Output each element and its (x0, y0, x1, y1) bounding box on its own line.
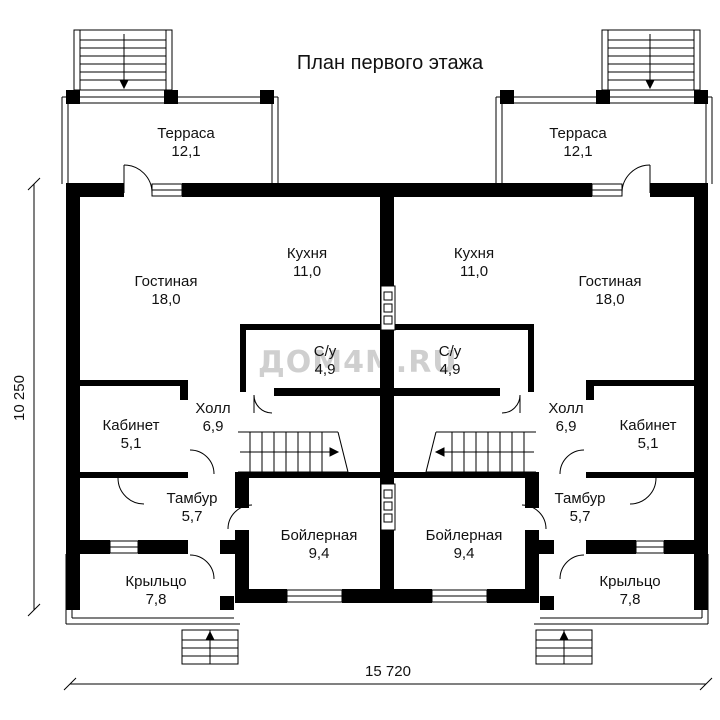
stairs-terrace-left (73, 29, 173, 91)
room-area: 5,1 (638, 435, 659, 452)
right-unit (372, 29, 713, 665)
room-area: 6,9 (203, 418, 224, 435)
room-area: 12,1 (563, 143, 592, 160)
room-area: 4,9 (315, 361, 336, 378)
vent-shafts (380, 285, 396, 531)
dimension-width-label: 15 720 (365, 663, 411, 680)
room-area: 6,9 (556, 418, 577, 435)
room-name: Кухня (454, 245, 494, 262)
room-name: Крыльцо (599, 573, 660, 590)
room-area: 7,8 (620, 591, 641, 608)
room-name: Бойлерная (426, 527, 503, 544)
room-name: Терраса (157, 125, 215, 142)
room-area: 4,9 (440, 361, 461, 378)
room-area: 12,1 (171, 143, 200, 160)
room-area: 9,4 (309, 545, 330, 562)
room-name: Кабинет (102, 417, 159, 434)
terrace-posts-left (66, 90, 274, 104)
room-name: Тамбур (555, 490, 606, 507)
room-name: Бойлерная (281, 527, 358, 544)
room-name: Холл (548, 400, 583, 417)
room-name: Крыльцо (125, 573, 186, 590)
dimension-height-label: 10 250 (11, 375, 28, 421)
room-area: 5,7 (570, 508, 591, 525)
room-area: 9,4 (454, 545, 475, 562)
plan-title: План первого этажа (296, 52, 484, 74)
hall-stairs-left (238, 431, 349, 473)
room-area: 5,1 (121, 435, 142, 452)
room-name: Гостиная (135, 273, 198, 290)
room-name: Холл (195, 400, 230, 417)
room-name: Кухня (287, 245, 327, 262)
room-name: Терраса (549, 125, 607, 142)
room-area: 18,0 (595, 291, 624, 308)
room-area: 7,8 (146, 591, 167, 608)
porch-left (65, 554, 240, 665)
room-area: 5,7 (182, 508, 203, 525)
room-name: Гостиная (579, 273, 642, 290)
room-name: Кабинет (619, 417, 676, 434)
room-area: 11,0 (460, 263, 488, 280)
room-area: 11,0 (293, 263, 321, 280)
room-area: 18,0 (151, 291, 180, 308)
watermark: ДОМ4М.RU (258, 345, 458, 380)
room-name: С/у (314, 343, 337, 360)
room-labels: Терраса 12,1 Гостиная 18,0 Кухня 11,0 С/… (102, 125, 676, 608)
room-name: С/у (439, 343, 462, 360)
dimension-width (63, 677, 713, 691)
dimension-height (27, 177, 41, 617)
room-name: Тамбур (167, 490, 218, 507)
